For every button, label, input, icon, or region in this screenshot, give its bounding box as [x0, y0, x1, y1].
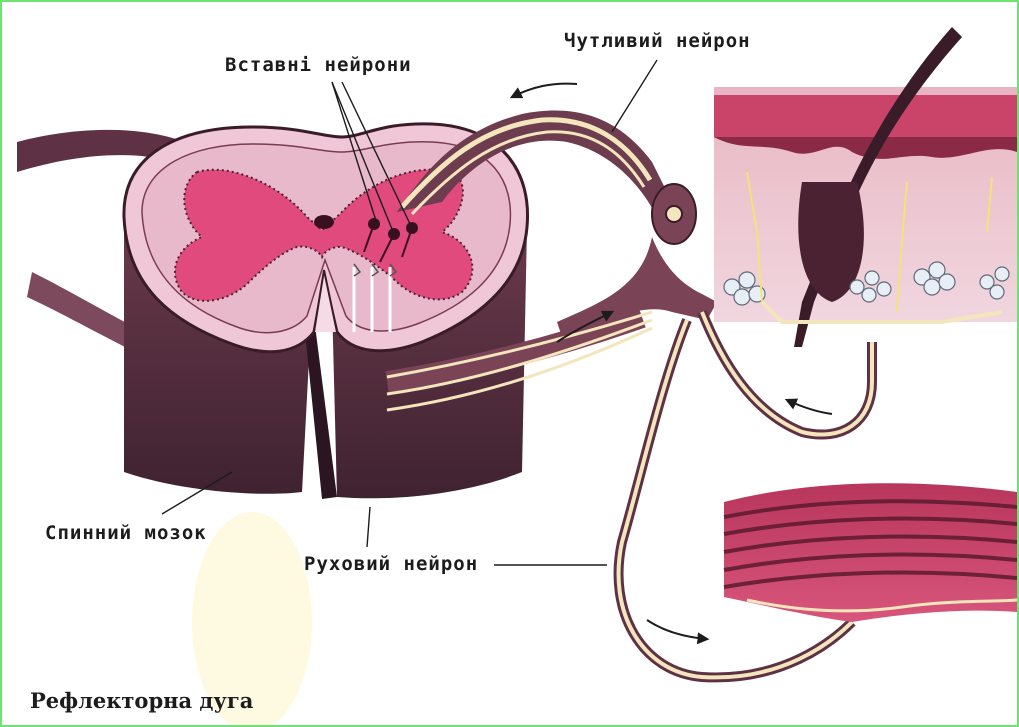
- sensory-nerve-to-skin: [702, 312, 872, 435]
- arrow-skin: [787, 400, 832, 414]
- arrow-muscle: [647, 620, 707, 639]
- diagram-caption: Рефлекторна дуга: [30, 688, 253, 713]
- label-sensory-neuron: Чутливий нейрон: [564, 30, 751, 52]
- label-motor-neuron: Руховий нейрон: [304, 553, 478, 575]
- muscle-section: [724, 483, 1017, 622]
- label-interneurons: Вставні нейрони: [225, 54, 412, 76]
- skin-section: [714, 27, 1017, 347]
- central-canal: [314, 215, 334, 229]
- arrow-top: [512, 84, 577, 97]
- label-spinal-cord: Спинний мозок: [45, 522, 207, 544]
